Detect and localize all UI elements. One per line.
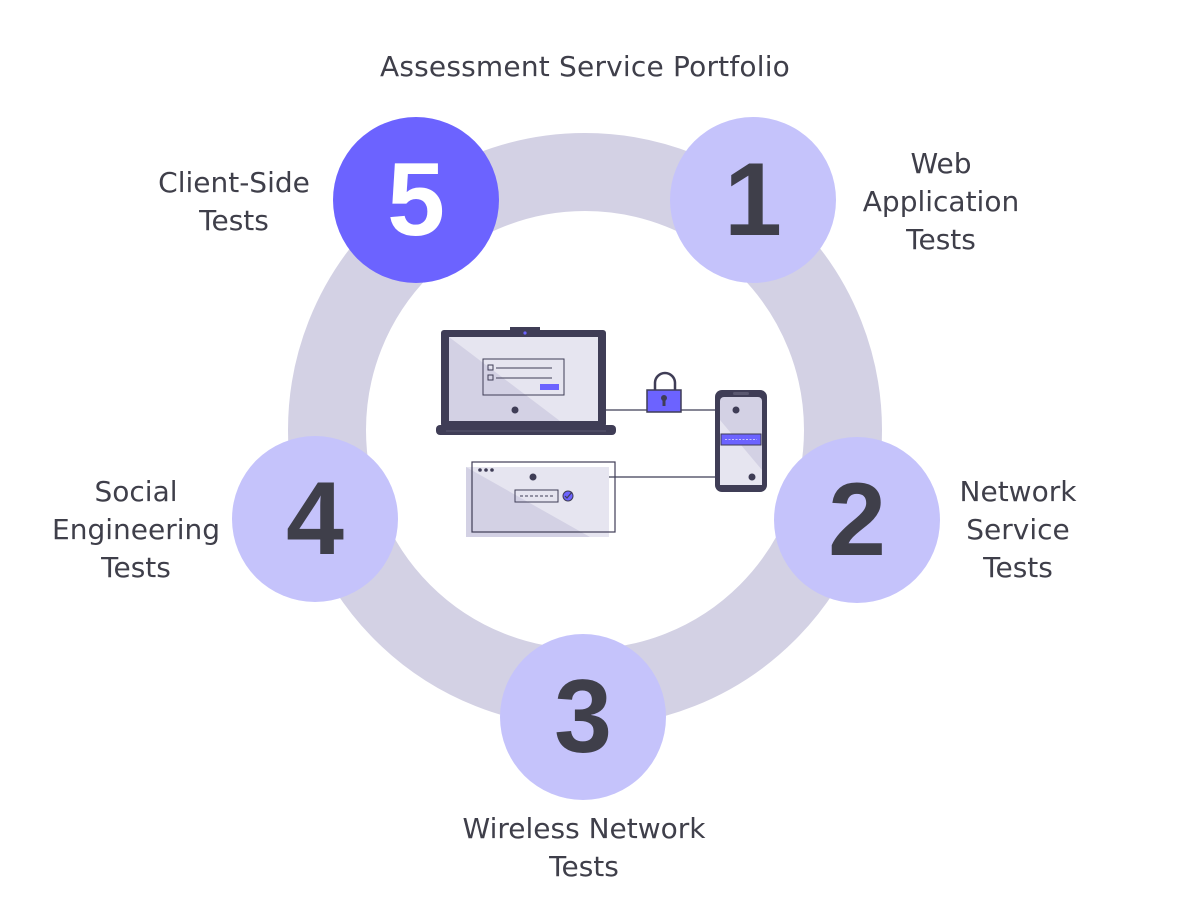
browser-window-icon [466,461,616,537]
smartphone-icon [715,390,767,492]
step-1-circle: 1 [670,117,836,283]
step-5-label: Client-Side Tests [158,166,310,237]
step-2-label: Network Service Tests [959,475,1077,584]
step-4-label: Social Engineering Tests [52,475,220,584]
lock-icon [646,371,682,413]
step-4-circle: 4 [232,436,398,602]
laptop-icon [436,327,616,435]
step-1-label: Web Application Tests [862,147,1020,256]
step-2-circle: 2 [774,437,940,603]
diagram-title: Assessment Service Portfolio [379,50,791,83]
step-3-label: Wireless Network Tests [462,812,706,883]
step-3-circle: 3 [500,634,666,800]
step-5-circle: 5 [333,117,499,283]
